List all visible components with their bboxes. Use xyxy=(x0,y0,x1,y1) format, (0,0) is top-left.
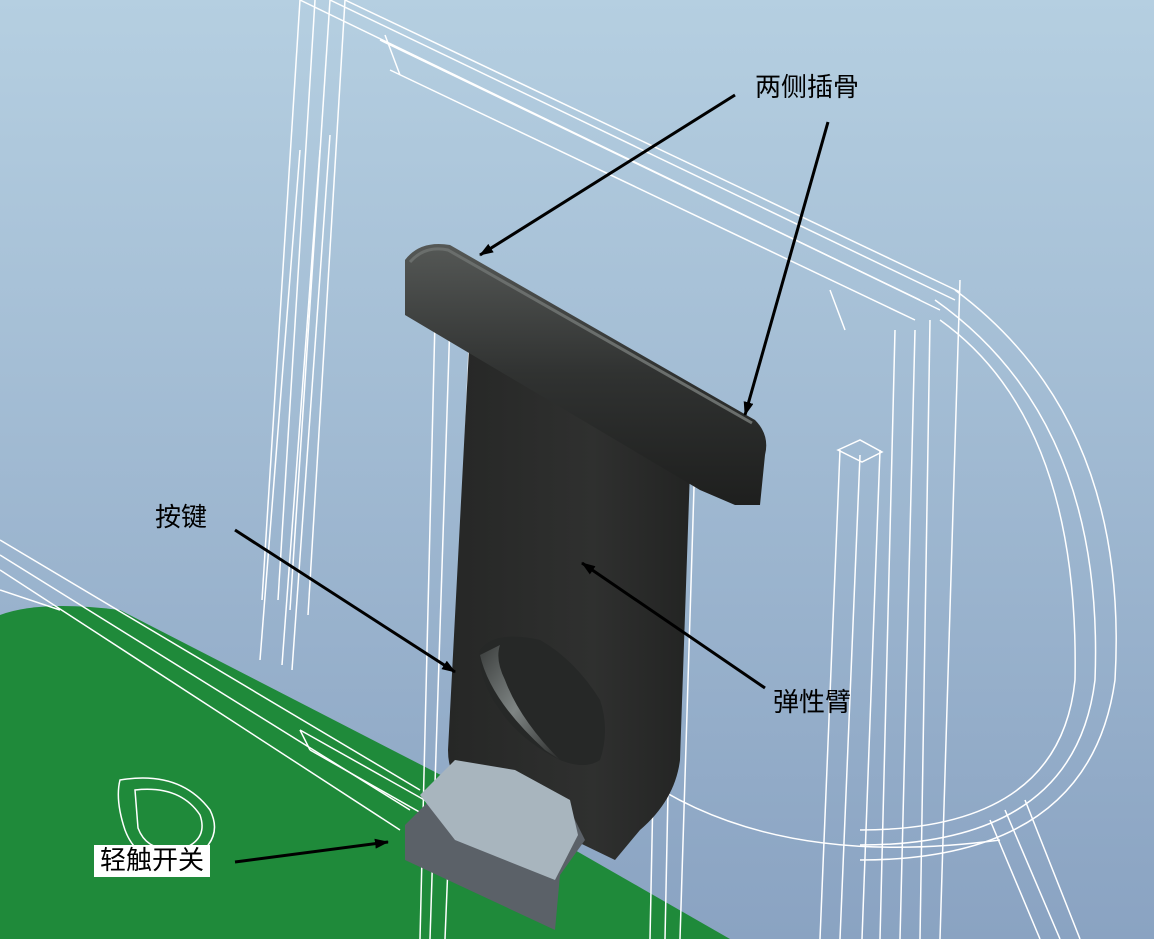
tact-switch-top xyxy=(420,760,578,880)
arrow-button xyxy=(234,528,456,674)
top-bar-edge xyxy=(408,247,753,425)
annotation-arrows xyxy=(234,93,830,864)
label-button: 按键 xyxy=(155,503,208,533)
arrow-side-ribs-right xyxy=(743,121,830,416)
arrow-side-ribs-left xyxy=(479,93,736,257)
label-side-ribs: 两侧插骨 xyxy=(755,73,860,103)
arrow-tact-switch xyxy=(234,838,389,864)
arrow-elastic-arm xyxy=(581,561,766,690)
elastic-arm xyxy=(448,330,690,860)
label-elastic-arm: 弹性臂 xyxy=(773,688,852,718)
button-relief xyxy=(479,636,605,765)
top-bar xyxy=(405,244,767,505)
label-tact-switch: 轻触开关 xyxy=(94,845,211,877)
housing-wireframe xyxy=(0,0,1116,939)
button-relief-highlight xyxy=(480,645,560,760)
